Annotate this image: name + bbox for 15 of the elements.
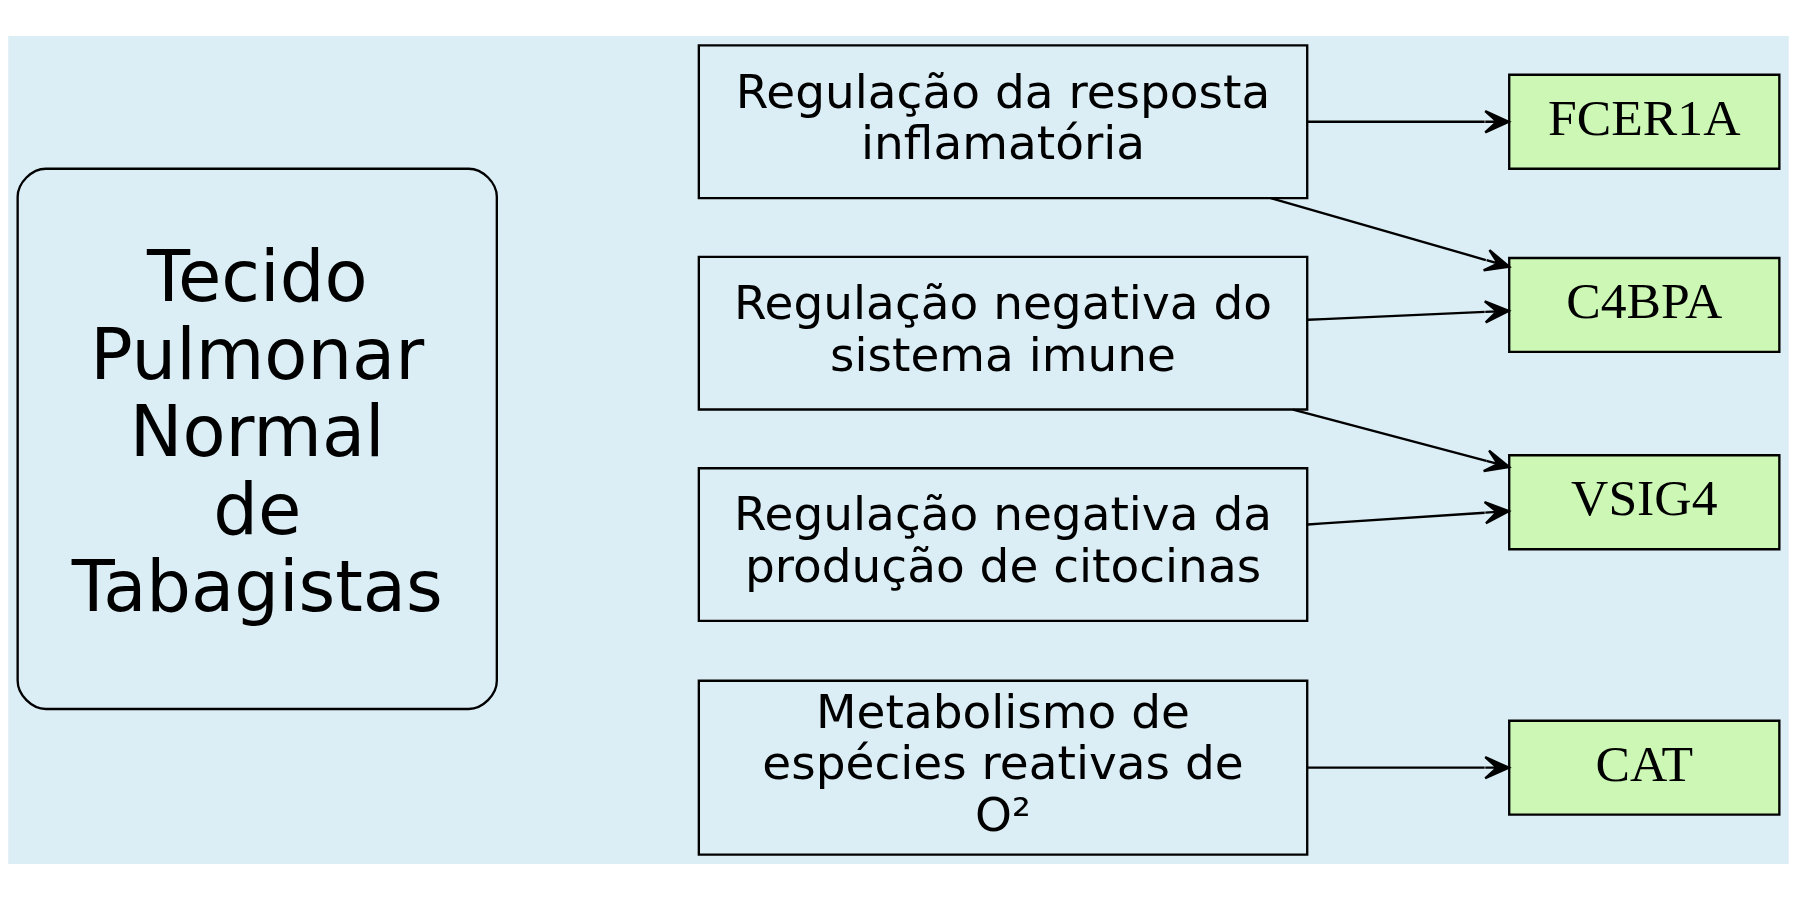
node-box: VSIG4 (1508, 454, 1781, 551)
arrow (1307, 110, 1510, 134)
node-box: CAT (1508, 719, 1781, 816)
node-box: Regulação negativa do sistema imune (697, 255, 1309, 411)
arrow (1307, 300, 1510, 324)
arrow (1307, 755, 1510, 780)
node-box: C4BPA (1508, 256, 1781, 354)
arrow (1292, 408, 1511, 473)
arrow (1307, 500, 1510, 526)
node-box: Regulação da resposta inflamatória (697, 44, 1309, 200)
node-box: Tecido Pulmonar Normal de Tabagistas (16, 167, 498, 711)
node-box: Regulação negativa da produção de citocinas (697, 467, 1309, 623)
node-box: Metabolismo de espécies reativas de O² (697, 679, 1309, 856)
node-box: FCER1A (1508, 73, 1781, 170)
arrow (1270, 196, 1511, 272)
